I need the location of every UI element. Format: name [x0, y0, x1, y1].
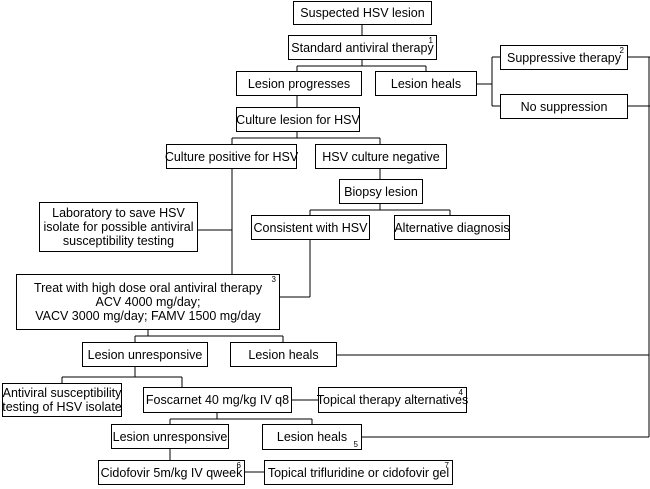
node-label: Consistent with HSV: [253, 220, 368, 235]
footnote-marker: 2: [619, 46, 624, 55]
node-lesion-heals-bottom: Lesion heals 5: [262, 424, 362, 450]
footnote-marker: 4: [458, 388, 463, 397]
node-label: Culture lesion for HSV: [236, 112, 360, 127]
node-foscarnet: Foscarnet 40 mg/kg IV q8: [143, 387, 292, 413]
node-lesion-unresponsive-1: Lesion unresponsive: [82, 342, 208, 367]
node-no-suppression: No suppression: [500, 94, 628, 119]
node-lesion-heals-top: Lesion heals: [375, 71, 477, 96]
footnote-marker: 3: [271, 275, 276, 284]
node-label: Lesion heals: [248, 347, 319, 362]
node-label: Lesion heals: [276, 430, 348, 444]
node-consistent-with-hsv: Consistent with HSV: [251, 215, 370, 240]
node-label: Standard antiviral therapy: [291, 40, 434, 55]
node-label: Lesion heals: [390, 76, 462, 91]
node-standard-antiviral-therapy: Standard antiviral therapy 1: [288, 35, 437, 60]
node-lesion-progresses: Lesion progresses: [236, 71, 362, 96]
node-lesion-unresponsive-2: Lesion unresponsive: [111, 424, 229, 449]
node-label: Laboratory to save HSV isolate for possi…: [43, 206, 193, 248]
label-line: susceptibility testing: [62, 234, 175, 248]
label-line: ACV 4000 mg/day;: [95, 295, 201, 309]
node-label: Topical therapy alternatives: [316, 393, 469, 407]
node-laboratory-save-isolate: Laboratory to save HSV isolate for possi…: [39, 202, 198, 252]
node-label: Alternative diagnosis: [394, 220, 510, 235]
node-label: No suppression: [520, 99, 608, 114]
node-label: Treat with high dose oral antiviral ther…: [34, 281, 262, 323]
node-culture-positive: Culture positive for HSV: [164, 144, 299, 169]
footnote-marker: 1: [428, 36, 433, 45]
node-label: Foscarnet 40 mg/kg IV q8: [145, 393, 290, 407]
node-cidofovir: Cidofovir 5m/kg IV qweek 6: [98, 460, 245, 485]
node-label: Topical trifluridine or cidofovir gel: [267, 465, 450, 480]
node-label: Lesion progresses: [247, 76, 351, 91]
label-line: Laboratory to save HSV: [52, 206, 185, 220]
label-line: isolate for possible antiviral: [43, 220, 194, 234]
node-label: Suspected HSV lesion: [300, 6, 425, 20]
node-label: Lesion unresponsive: [112, 429, 228, 444]
node-biopsy-lesion: Biopsy lesion: [339, 179, 423, 204]
node-suppressive-therapy: Suppressive therapy 2: [500, 45, 628, 70]
node-label: Biopsy lesion: [344, 184, 418, 199]
label-line: Antiviral susceptibility: [2, 386, 122, 400]
node-susceptibility-testing: Antiviral susceptibility testing of HSV …: [2, 383, 122, 417]
node-label: Culture positive for HSV: [164, 149, 299, 164]
label-line: testing of HSV isolate: [2, 400, 122, 414]
node-lesion-heals-mid: Lesion heals: [230, 342, 337, 367]
footnote-marker: 7: [444, 461, 449, 470]
node-label: Lesion unresponsive: [87, 347, 203, 362]
node-high-dose-oral-therapy: Treat with high dose oral antiviral ther…: [16, 274, 280, 330]
node-topical-trifluridine: Topical trifluridine or cidofovir gel 7: [264, 460, 453, 485]
node-culture-negative: HSV culture negative: [315, 144, 447, 169]
node-label: HSV culture negative: [322, 149, 440, 164]
node-label: Antiviral susceptibility testing of HSV …: [2, 386, 122, 414]
node-alternative-diagnosis: Alternative diagnosis: [394, 215, 510, 240]
node-label: Suppressive therapy: [507, 50, 621, 65]
label-line: VACV 3000 mg/day; FAMV 1500 mg/day: [35, 309, 261, 323]
footnote-marker: 5: [353, 440, 358, 449]
footnote-marker: 6: [236, 461, 241, 470]
node-topical-therapy-alternatives: Topical therapy alternatives 4: [316, 387, 469, 413]
label-line: Treat with high dose oral antiviral ther…: [33, 281, 263, 295]
node-label: Cidofovir 5m/kg IV qweek: [100, 465, 243, 480]
node-culture-lesion: Culture lesion for HSV: [236, 107, 360, 132]
node-suspected-hsv-lesion: Suspected HSV lesion: [293, 1, 432, 25]
